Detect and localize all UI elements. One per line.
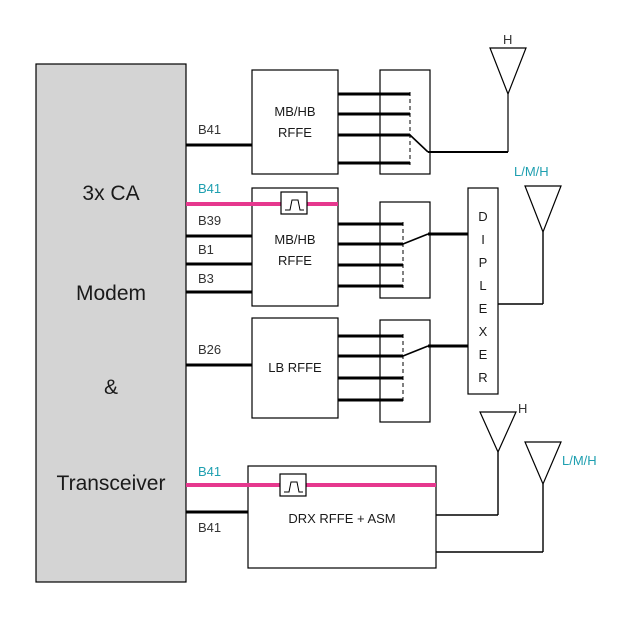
antenna-drx-h-icon bbox=[479, 411, 517, 454]
diplexer-letter-7: E bbox=[479, 347, 488, 362]
mb-hb-rffe-2-label-line1: MB/HB bbox=[274, 232, 315, 247]
b41-primary-label: B41 bbox=[198, 122, 221, 137]
b41-drx-pink-label: B41 bbox=[198, 464, 221, 479]
b1-label: B1 bbox=[198, 242, 214, 257]
switch-1-block bbox=[379, 69, 431, 175]
modem-label-ampersand: & bbox=[104, 376, 118, 399]
switch-1-pole bbox=[409, 134, 429, 153]
switch-2-block bbox=[379, 201, 431, 299]
antenna-top-label: H bbox=[503, 32, 512, 47]
antenna-diplexer-label: L/M/H bbox=[514, 164, 549, 179]
mb-hb-rffe-1-label-line1: MB/HB bbox=[274, 104, 315, 119]
antenna-drx-h-label: H bbox=[518, 401, 527, 416]
lb-rffe-block bbox=[251, 317, 339, 419]
modem-label-modem: Modem bbox=[76, 282, 146, 305]
b39-label: B39 bbox=[198, 213, 221, 228]
filter-1-passband bbox=[285, 199, 304, 211]
diplexer-letter-3: P bbox=[479, 255, 488, 270]
diplexer-block bbox=[467, 187, 499, 395]
switch-3-pole bbox=[402, 345, 429, 357]
diplexer-letter-8: R bbox=[478, 370, 487, 385]
modem-transceiver-block bbox=[35, 63, 187, 583]
filter-2-passband bbox=[284, 481, 303, 493]
diplexer-letter-5: E bbox=[479, 301, 488, 316]
diplexer-letter-6: X bbox=[479, 324, 488, 339]
modem-label-transceiver: Transceiver bbox=[57, 472, 166, 495]
antenna-top-icon bbox=[489, 47, 527, 96]
antenna-diplexer-icon bbox=[524, 185, 562, 234]
diplexer-label: D I P L E X E R bbox=[478, 209, 487, 385]
diplexer-letter-4: L bbox=[479, 278, 486, 293]
mb-hb-rffe-2-label-line2: RFFE bbox=[278, 253, 312, 268]
switch-2-pole bbox=[402, 233, 429, 245]
filter-icon-1 bbox=[280, 191, 308, 215]
drx-rffe-asm-label: DRX RFFE + ASM bbox=[288, 511, 395, 526]
antenna-drx-lmh-icon bbox=[524, 441, 562, 486]
filter-icon-2 bbox=[279, 473, 307, 497]
modem-label-3xca: 3x CA bbox=[82, 182, 139, 205]
diplexer-letter-2: I bbox=[481, 232, 485, 247]
antenna-drx-lmh-label: L/M/H bbox=[562, 453, 597, 468]
diplexer-letter-1: D bbox=[478, 209, 487, 224]
mb-hb-rffe-1-block bbox=[251, 69, 339, 175]
mb-hb-rffe-1-label-line2: RFFE bbox=[278, 125, 312, 140]
b26-label: B26 bbox=[198, 342, 221, 357]
lb-rffe-label: LB RFFE bbox=[268, 360, 322, 375]
b3-label: B3 bbox=[198, 271, 214, 286]
b41-pink-label: B41 bbox=[198, 181, 221, 196]
b41-drx-label: B41 bbox=[198, 520, 221, 535]
